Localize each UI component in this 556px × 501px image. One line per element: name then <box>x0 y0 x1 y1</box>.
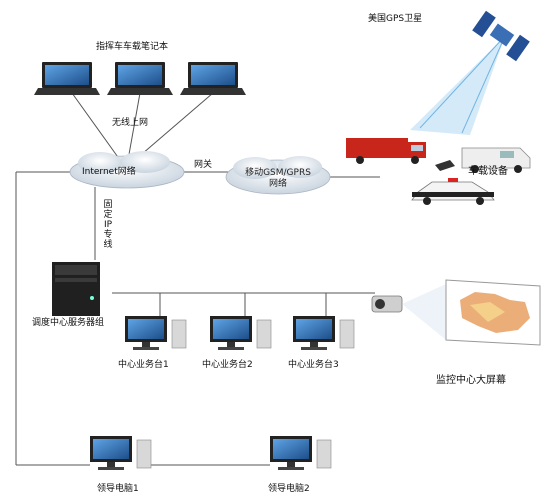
link-laptop3 <box>134 92 214 161</box>
gps-satellite-icon <box>410 10 530 135</box>
workstation-1-label: 中心业务台1 <box>118 360 169 370</box>
leader-computer-2 <box>270 436 332 470</box>
big-screen-icon <box>445 279 541 346</box>
server-label: 调度中心服务器组 <box>32 318 105 328</box>
workstation-3-label: 中心业务台3 <box>288 360 339 370</box>
wireless-label: 无线上网 <box>112 118 149 128</box>
van-icon <box>461 147 531 173</box>
vehicle-terminal-icon <box>435 160 455 171</box>
workstation-2 <box>210 316 272 350</box>
workstation-3 <box>293 316 355 350</box>
leader-computer-2-label: 领导电脑2 <box>268 484 310 494</box>
link-laptop1 <box>71 92 121 161</box>
server-tower-icon <box>52 262 100 316</box>
workstation-2-label: 中心业务台2 <box>202 360 253 370</box>
projector-icon <box>371 295 403 313</box>
mobile-network-label-line1: 移动GSM/GPRS <box>245 168 311 178</box>
laptops-label: 指挥车车载笔记本 <box>96 42 169 52</box>
vehicle-label: 车载设备 <box>468 166 508 177</box>
gps-label: 美国GPS卫星 <box>368 14 423 24</box>
police-car-icon <box>411 178 495 205</box>
leader-computer-1-label: 领导电脑1 <box>97 484 139 494</box>
fire-truck-icon <box>346 138 426 164</box>
link-laptop2 <box>127 92 141 161</box>
mobile-network-label-line2: 网络 <box>268 179 287 189</box>
fixed-ip-label: 固定IP专线 <box>103 200 113 250</box>
laptop-3 <box>180 62 246 95</box>
mobile-cloud <box>225 156 331 195</box>
internet-cloud <box>69 151 185 189</box>
big-screen-label: 监控中心大屏幕 <box>436 375 506 386</box>
gateway-label: 网关 <box>194 160 213 170</box>
workstation-1 <box>125 316 187 350</box>
leader-computer-1 <box>90 436 152 470</box>
projection-beam <box>402 284 446 340</box>
mobile-network-label: 移动GSM/GPRS 网络 <box>228 168 328 190</box>
laptop-1 <box>34 62 100 95</box>
laptop-2 <box>107 62 173 95</box>
connection-lines <box>15 92 380 466</box>
internet-label: Internet网络 <box>82 167 136 177</box>
